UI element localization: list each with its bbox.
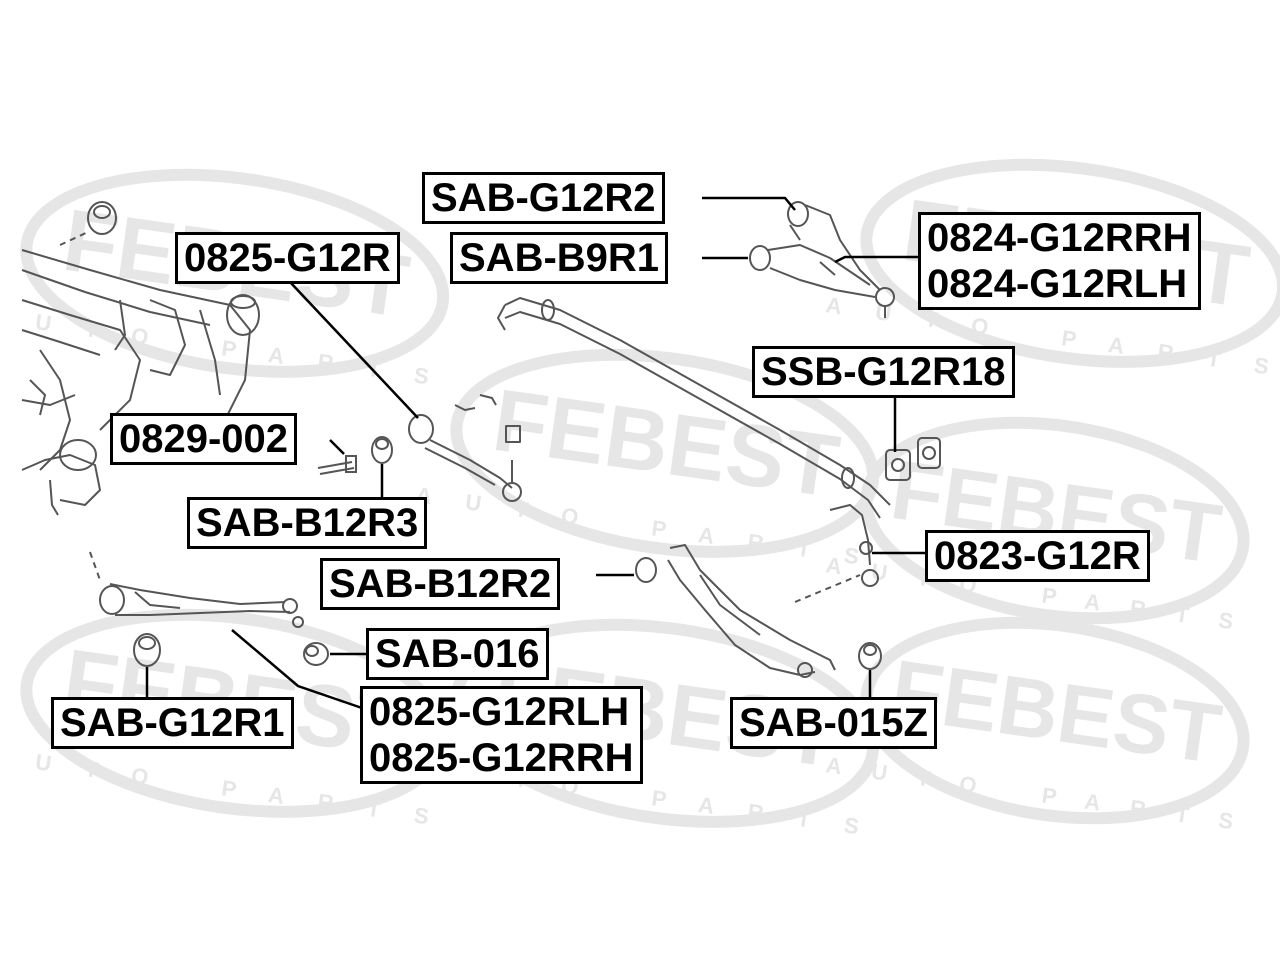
label-0825-g12r-pair: 0825-G12RLH 0825-G12RRH <box>360 686 643 784</box>
label-text: SAB-G12R1 <box>60 701 285 745</box>
lower-arm-right-drawing <box>635 544 861 678</box>
trailing-arm-drawing <box>89 551 304 628</box>
label-text: 0829-002 <box>119 417 289 461</box>
label-text: SAB-G12R2 <box>431 176 656 220</box>
label-sab-g12r1: SAB-G12R1 <box>51 697 294 749</box>
label-text-rlh: 0825-G12RLH <box>369 690 630 734</box>
bushing-015z-drawing <box>858 642 882 670</box>
label-ssb-g12r18: SSB-G12R18 <box>752 346 1015 398</box>
label-sab-b9r1: SAB-B9R1 <box>450 232 669 284</box>
subframe-drawing <box>21 249 260 516</box>
bushing-top-left <box>59 201 117 246</box>
label-text: SSB-G12R18 <box>761 350 1006 394</box>
label-text-rrh: 0825-G12RRH <box>369 736 634 780</box>
leader-0829-002 <box>329 439 345 455</box>
label-text: SAB-B9R1 <box>459 236 660 280</box>
stabilizer-bushing-drawing <box>885 437 941 481</box>
label-text: SAB-016 <box>375 632 540 676</box>
label-sab-b12r2: SAB-B12R2 <box>320 558 561 610</box>
bushing-016-drawing <box>303 642 329 666</box>
label-0825-g12r: 0825-G12R <box>175 232 400 284</box>
bushing-b12r3-drawing <box>371 436 393 464</box>
label-0823-g12r: 0823-G12R <box>925 530 1150 582</box>
stabilizer-link-drawing <box>829 503 879 587</box>
bolt-drawing <box>317 455 357 475</box>
label-sab-g12r2: SAB-G12R2 <box>422 172 665 224</box>
leader-0825-g12rlh <box>231 629 363 710</box>
label-text: 0825-G12R <box>184 236 391 280</box>
leader-0824-g12r <box>834 255 920 264</box>
label-text: 0823-G12R <box>934 534 1141 578</box>
leader-lines <box>145 196 928 710</box>
stabilizer-bar-drawing <box>497 297 891 519</box>
label-0824-g12r-pair: 0824-G12RRH 0824-G12RLH <box>918 212 1201 310</box>
label-text: SAB-015Z <box>739 701 928 745</box>
label-0829-002: 0829-002 <box>110 413 298 465</box>
label-text: SAB-B12R3 <box>196 501 419 545</box>
rear-rod-drawing <box>408 394 522 502</box>
label-sab-015z: SAB-015Z <box>730 697 937 749</box>
label-text-rrh: 0824-G12RRH <box>927 216 1192 260</box>
bushing-g12r1-drawing <box>133 633 161 667</box>
label-sab-b12r3: SAB-B12R3 <box>187 497 428 549</box>
label-text-rlh: 0824-G12RLH <box>927 262 1188 306</box>
label-text: SAB-B12R2 <box>329 562 552 606</box>
leader-sab-g12r2 <box>702 196 796 211</box>
upper-control-arm-drawing <box>749 201 895 318</box>
watermark-tile: FEBEST AUTO PARTS <box>824 416 1265 638</box>
leader-0825-g12r <box>289 281 419 419</box>
label-sab-016: SAB-016 <box>366 628 549 680</box>
